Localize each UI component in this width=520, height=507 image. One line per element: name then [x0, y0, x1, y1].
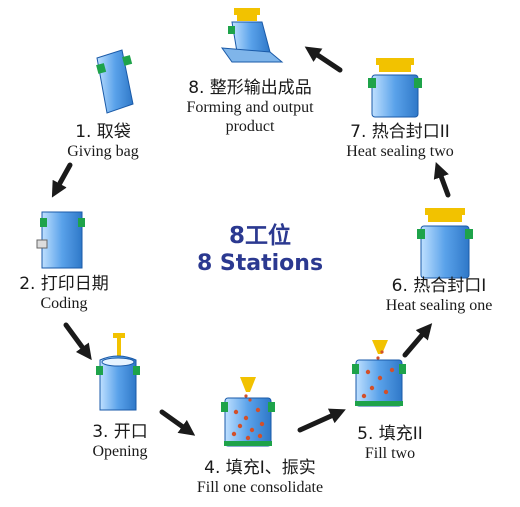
title-cn: 8工位	[228, 223, 291, 249]
station-6-label: 6. 热合封口I Heat sealing one	[385, 276, 493, 314]
station-7-label: 7. 热合封口II Heat sealing two	[346, 122, 454, 160]
sealing-bag-icon	[417, 208, 473, 279]
diagram-title: 8工位 8 Stations	[160, 222, 360, 278]
flow-arrows	[51, 46, 451, 436]
filling-bag-icon	[352, 340, 406, 407]
arrow-7-to-8	[304, 46, 343, 73]
finished-bag-icon	[220, 8, 284, 63]
station-4-label: 4. 填充I、振实 Fill one consolidate	[196, 458, 324, 496]
station-2-label: 2. 打印日期 Coding	[19, 274, 109, 312]
station-5-label: 5. 填充II Fill two	[357, 424, 423, 462]
arrow-6-to-7	[433, 161, 451, 198]
arrow-4-to-5	[297, 408, 346, 433]
title-en: 8 Stations	[196, 251, 324, 276]
station-3-label: 3. 开口 Opening	[92, 422, 148, 460]
filling-bag-icon	[221, 377, 275, 447]
opening-bag-icon	[96, 333, 140, 411]
flat-bag-icon	[96, 49, 134, 114]
coding-bag-icon	[36, 211, 85, 269]
arrow-3-to-4	[159, 409, 196, 436]
arrow-1-to-2	[51, 162, 73, 198]
station-8-label: 8. 整形输出成品 Forming and output product	[186, 78, 314, 135]
arrow-5-to-6	[402, 323, 433, 358]
arrow-2-to-3	[63, 322, 92, 361]
sealing-bag-icon	[368, 58, 422, 118]
station-1-label: 1. 取袋 Giving bag	[67, 122, 139, 160]
